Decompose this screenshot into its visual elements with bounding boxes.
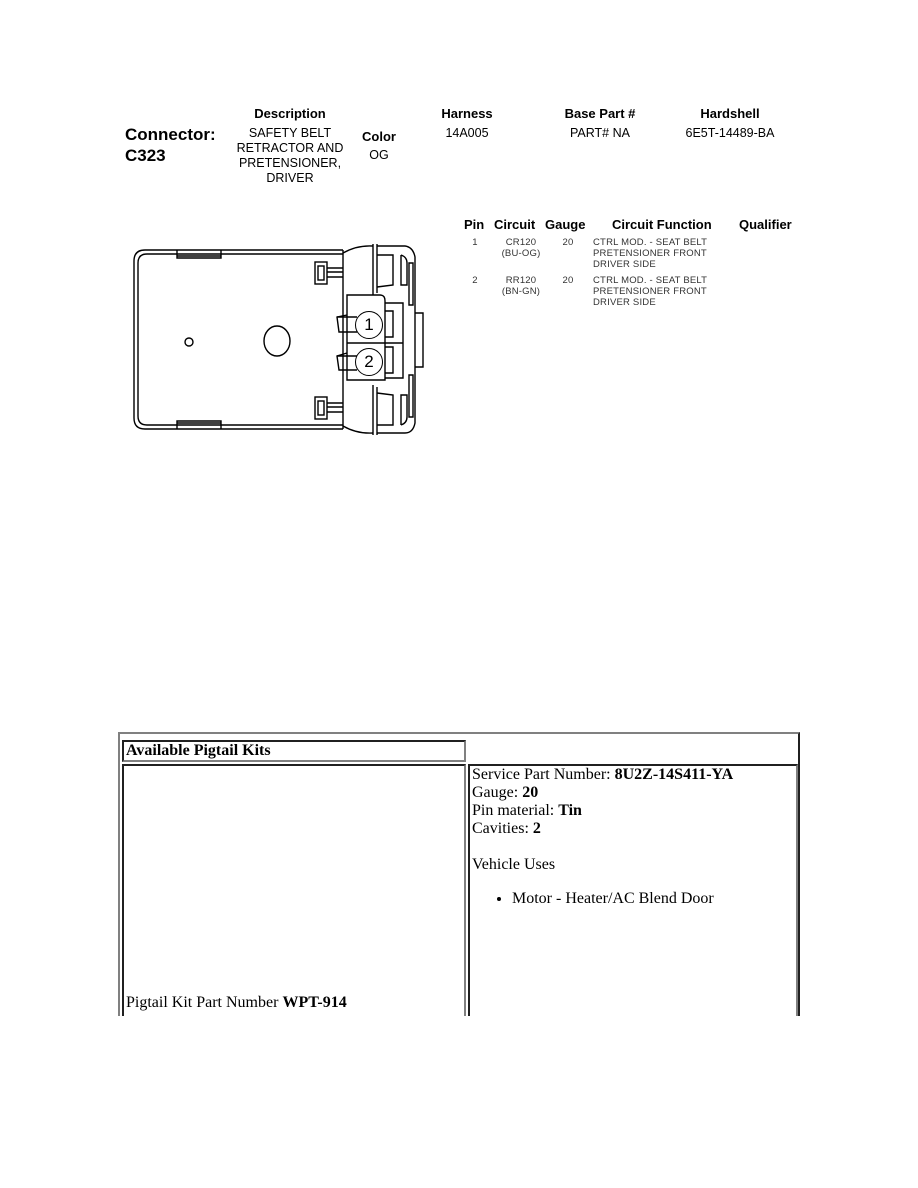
color-value: OG: [369, 148, 389, 162]
pin-material-line: Pin material: Tin: [472, 802, 796, 820]
pigtail-kit-part-number: Pigtail Kit Part Number WPT-914: [126, 994, 347, 1012]
service-part-label: Service Part Number:: [472, 766, 615, 783]
gauge-column-header: Gauge: [545, 217, 586, 232]
gauge-label: Gauge:: [472, 784, 523, 801]
hardshell-value: 6E5T-14489-BA: [685, 126, 775, 140]
circuit-column-header: Circuit: [494, 217, 536, 232]
harness-value: 14A005: [445, 126, 489, 140]
connector-title: Connector: C323: [125, 124, 216, 166]
vehicle-uses-label: Vehicle Uses: [472, 856, 556, 873]
connector-label: Connector:: [125, 125, 216, 144]
pin-number: 2: [472, 275, 478, 286]
circuit-cell: RR120 (BN-GN): [492, 275, 550, 297]
description-header: Description: [254, 106, 326, 121]
pin-2-label: 2: [364, 352, 374, 371]
circuit-id: RR120: [505, 275, 537, 286]
pin-material-label: Pin material:: [472, 802, 559, 819]
base-part-header: Base Part #: [564, 106, 636, 121]
connector-id: C323: [125, 146, 166, 165]
description-value: SAFETY BELT RETRACTOR AND PRETENSIONER, …: [225, 126, 355, 186]
cavities-label: Cavities:: [472, 820, 533, 837]
pin-1-marker: 1: [355, 311, 383, 339]
cavities-line: Cavities: 2: [472, 820, 796, 838]
description-line: RETRACTOR AND: [236, 141, 344, 155]
gauge-line: Gauge: 20: [472, 784, 796, 802]
function-line: CTRL MOD. - SEAT BELT: [593, 237, 708, 248]
function-line: PRETENSIONER FRONT: [593, 248, 707, 259]
service-part-value: 8U2Z-14S411-YA: [614, 766, 734, 783]
vehicle-uses-list: Motor - Heater/AC Blend Door: [472, 890, 796, 908]
circuit-color: (BN-GN): [501, 286, 541, 297]
pin-column-header: Pin: [464, 217, 485, 232]
description-line: SAFETY BELT: [248, 126, 332, 140]
pin-2-marker: 2: [355, 348, 383, 376]
function-line: PRETENSIONER FRONT: [593, 286, 707, 297]
connector-face-drawing: [133, 244, 424, 435]
circuit-function-cell: CTRL MOD. - SEAT BELT PRETENSIONER FRONT…: [593, 237, 733, 270]
color-header: Color: [362, 129, 396, 144]
circuit-function-column-header: Circuit Function: [612, 217, 712, 232]
service-part-number: Service Part Number: 8U2Z-14S411-YA: [472, 766, 796, 784]
gauge-value: 20: [522, 784, 539, 801]
pin-number: 1: [472, 237, 478, 248]
kit-part-label: Pigtail Kit Part Number: [126, 994, 283, 1011]
kit-part-value: WPT-914: [282, 994, 347, 1011]
base-part-value: PART# NA: [570, 126, 630, 140]
pigtail-heading-cell: Available Pigtail Kits: [122, 740, 466, 762]
list-item: Motor - Heater/AC Blend Door: [512, 890, 796, 908]
circuit-function-cell: CTRL MOD. - SEAT BELT PRETENSIONER FRONT…: [593, 275, 733, 308]
function-line: DRIVER SIDE: [593, 297, 656, 308]
circuit-id: CR120: [505, 237, 537, 248]
pigtail-kit-cell: Pigtail Kit Part Number WPT-914: [122, 764, 466, 1044]
qualifier-column-header: Qualifier: [739, 217, 792, 232]
page-bottom-blank: [0, 1016, 918, 1188]
description-line: PRETENSIONER,: [238, 156, 342, 170]
pigtail-details-cell: Service Part Number: 8U2Z-14S411-YA Gaug…: [468, 764, 798, 1044]
circuit-cell: CR120 (BU-OG): [492, 237, 550, 259]
pigtail-kits-table: Available Pigtail Kits Pigtail Kit Part …: [118, 732, 800, 1044]
circuit-color: (BU-OG): [501, 248, 541, 259]
function-line: CTRL MOD. - SEAT BELT: [593, 275, 708, 286]
pin-material-value: Tin: [558, 802, 582, 819]
gauge-cell: 20: [562, 237, 574, 248]
cavities-value: 2: [532, 820, 541, 837]
description-line: DRIVER: [266, 171, 314, 185]
function-line: DRIVER SIDE: [593, 259, 656, 270]
harness-header: Harness: [441, 106, 493, 121]
connector-diagram: 1 2: [125, 235, 435, 445]
pigtail-heading: Available Pigtail Kits: [126, 742, 271, 759]
hardshell-header: Hardshell: [700, 106, 760, 121]
pin-1-label: 1: [364, 315, 374, 334]
gauge-cell: 20: [562, 275, 574, 286]
